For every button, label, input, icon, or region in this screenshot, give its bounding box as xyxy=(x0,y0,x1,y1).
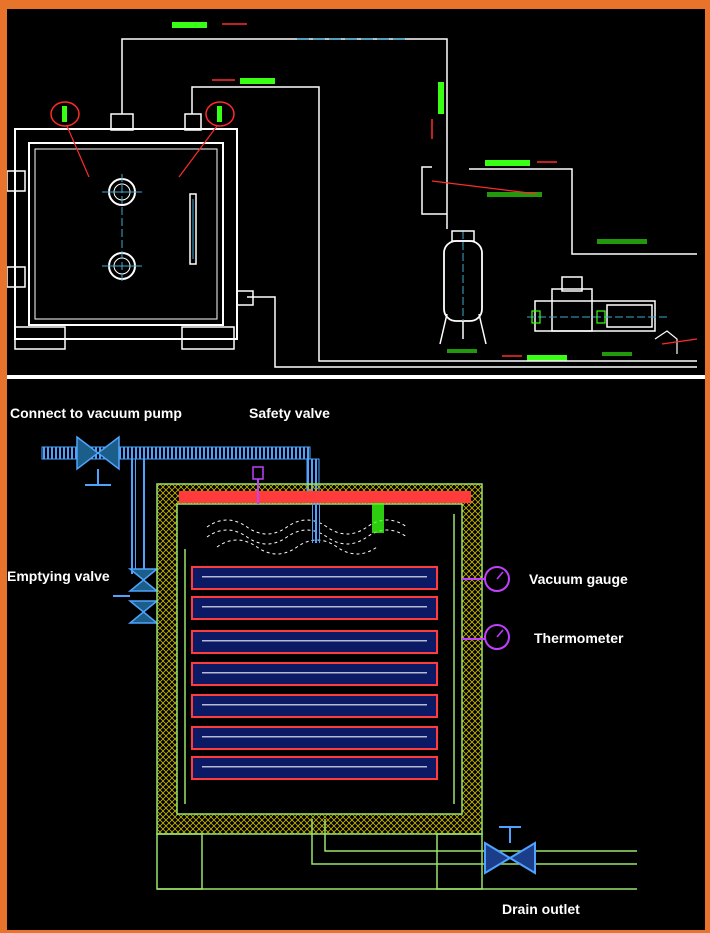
heating-shelf xyxy=(191,662,438,686)
leader-line xyxy=(661,338,698,345)
leader-line xyxy=(431,180,538,195)
panel-divider xyxy=(7,375,705,379)
level-gauge xyxy=(189,193,197,265)
chamber-foot xyxy=(14,326,66,350)
tag-bar xyxy=(447,349,477,353)
dryer-cross-section xyxy=(41,435,637,890)
top-nozzle xyxy=(110,113,134,131)
callout-circle xyxy=(50,101,80,127)
leader-line xyxy=(178,125,218,178)
heating-plate-top xyxy=(179,491,471,503)
vacuum-pump-top xyxy=(561,276,583,292)
vacuum-gauge xyxy=(484,566,510,592)
drain-outlet-label: Drain outlet xyxy=(502,901,580,917)
chamber-inner xyxy=(28,142,224,326)
vacuum-gauge-label: Vacuum gauge xyxy=(529,571,628,587)
vacuum-pump-body xyxy=(551,288,593,332)
emptying-valve-body xyxy=(127,568,160,592)
vessel-flange xyxy=(451,230,475,242)
chamber-leg xyxy=(436,833,483,890)
chamber-leg xyxy=(156,833,203,890)
heating-shelf xyxy=(191,630,438,654)
tag-bar xyxy=(438,82,444,114)
tag-bar xyxy=(172,22,207,28)
process-schematic xyxy=(7,22,698,368)
tag-bar xyxy=(602,352,632,356)
vessel-leg xyxy=(439,313,448,345)
pipe xyxy=(469,168,697,255)
pipe xyxy=(121,38,448,139)
pipe xyxy=(421,166,447,215)
tag-bar xyxy=(240,78,275,84)
vacuum-branch-pipe xyxy=(130,459,136,574)
vacuum-inlet xyxy=(312,503,320,543)
pipe xyxy=(191,86,697,362)
vacuum-pump-valve xyxy=(76,435,120,471)
door-hinge xyxy=(7,170,26,192)
callout-tag xyxy=(217,106,222,122)
heating-shelf xyxy=(191,694,438,718)
chamber-body xyxy=(14,128,238,340)
pump-coupling xyxy=(531,310,541,324)
sensor-probe xyxy=(372,503,384,533)
schematic-top-panel xyxy=(7,9,705,375)
vapour-marks xyxy=(206,519,408,555)
pipe xyxy=(247,296,697,368)
callout-circle xyxy=(205,101,235,127)
connect-vacuum-pump-label: Connect to vacuum pump xyxy=(10,405,182,421)
callout-tag xyxy=(62,106,67,122)
vessel-leg xyxy=(478,313,487,345)
emptying-valve-body xyxy=(127,600,160,624)
door-hinge xyxy=(7,266,26,288)
pump-motor xyxy=(606,304,653,328)
side-nozzle xyxy=(236,290,254,306)
heating-shelves xyxy=(191,566,438,780)
gauge-needle xyxy=(496,629,504,638)
pump-coupling xyxy=(596,310,606,324)
heating-shelf xyxy=(191,756,438,780)
emptying-valve-label: Emptying valve xyxy=(7,568,110,584)
thermometer-label: Thermometer xyxy=(534,630,624,646)
chamber-door xyxy=(34,148,218,320)
heating-shelf xyxy=(191,566,438,590)
vacuum-pump-base xyxy=(534,300,656,332)
drain-valve xyxy=(484,841,536,875)
leader-line xyxy=(66,125,90,178)
tag-bar xyxy=(485,160,530,166)
thermometer xyxy=(484,624,510,650)
heating-shelf xyxy=(191,726,438,750)
vacuum-branch-pipe xyxy=(141,459,147,574)
safety-valve-label: Safety valve xyxy=(249,405,330,421)
top-nozzle xyxy=(184,113,202,131)
tag-bar xyxy=(597,239,647,244)
chamber-foot xyxy=(181,326,235,350)
heating-shelf xyxy=(191,596,438,620)
tag-bar xyxy=(527,355,567,361)
tag-bar xyxy=(487,192,542,197)
safety-valve-body xyxy=(252,466,264,480)
gauge-needle xyxy=(496,571,504,580)
pump-drain xyxy=(654,330,678,354)
dryer-cross-section-panel: Connect to vacuum pump Safety valve Empt… xyxy=(7,379,705,930)
